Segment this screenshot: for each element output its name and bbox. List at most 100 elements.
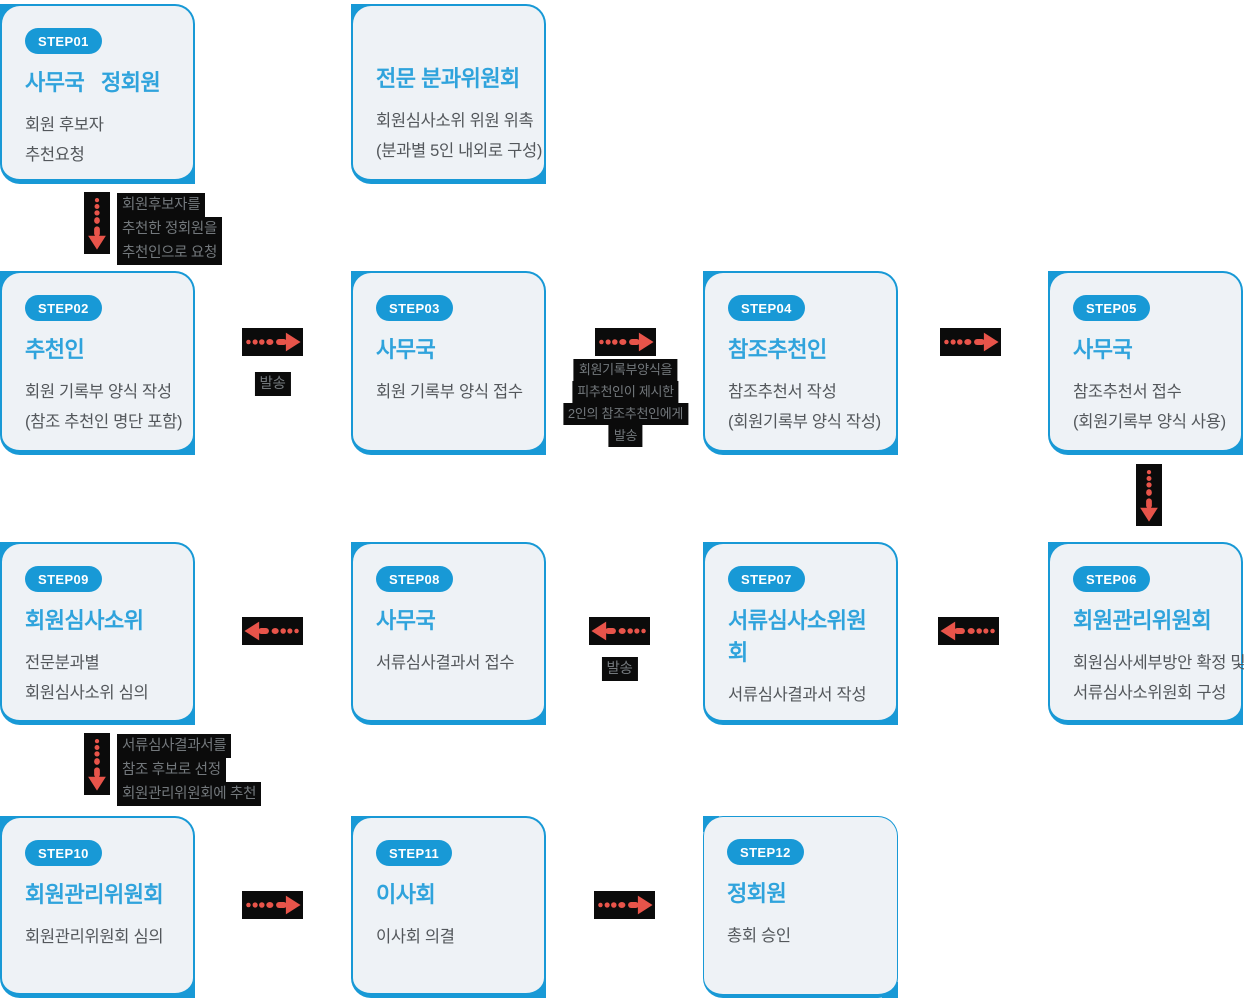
arrow-strip bbox=[940, 328, 1001, 356]
dotted-arrow-icon bbox=[246, 332, 301, 352]
step-badge: STEP04 bbox=[728, 295, 805, 321]
card-text-line: 추천요청 bbox=[25, 146, 85, 164]
step-badge: STEP01 bbox=[25, 28, 102, 54]
card-title: 사무국 bbox=[376, 337, 436, 362]
card-text-line: 회원관리위원회 심의 bbox=[25, 928, 164, 946]
dotted-arrow-icon bbox=[944, 332, 999, 352]
step-card-expert-subcommittee: 전문 분과위원회 회원심사소위 위원 위촉(분과별 5인 내외로 구성) bbox=[351, 4, 546, 184]
step-card-step12: STEP12 정회원 총회 승인 bbox=[703, 816, 898, 998]
arrow-label-text: 추천인으로 요청 bbox=[117, 241, 223, 265]
card-text-line: 회원 후보자 bbox=[25, 116, 104, 134]
arrow-label-text: 발송 bbox=[608, 425, 643, 447]
flow-arrow-a10 bbox=[242, 891, 303, 919]
card-body: 총회 승인 bbox=[727, 921, 881, 951]
arrow-strip bbox=[1136, 464, 1162, 526]
dotted-arrow-icon bbox=[1140, 470, 1158, 522]
step-card-surface: STEP05 사무국 참조추천서 접수(회원기록부 양식 사용) bbox=[1048, 271, 1243, 455]
step-badge: STEP07 bbox=[728, 566, 805, 592]
card-text-line: (회원기록부 양식 사용) bbox=[1073, 413, 1226, 431]
card-text-line: 서류심사소위원회 구성 bbox=[1073, 684, 1227, 702]
step-card-step02: STEP02 추천인 회원 기록부 양식 작성(참조 추천인 명단 포함) bbox=[0, 271, 195, 455]
arrow-strip bbox=[595, 328, 656, 356]
step-card-surface: STEP07 서류심사소위원회 서류심사결과서 작성 bbox=[703, 542, 898, 725]
card-title: 회원관리위원회 bbox=[1073, 608, 1212, 633]
step-card-step07: STEP07 서류심사소위원회 서류심사결과서 작성 bbox=[703, 542, 898, 725]
arrow-strip bbox=[84, 192, 110, 254]
card-body: 이사회 의결 bbox=[376, 922, 528, 952]
step-card-surface: STEP10 회원관리위원회 회원관리위원회 심의 bbox=[0, 816, 195, 998]
step-badge: STEP10 bbox=[25, 840, 102, 866]
arrow-strip bbox=[242, 328, 303, 356]
card-body: 회원 기록부 양식 접수 bbox=[376, 377, 528, 407]
step-badge: STEP09 bbox=[25, 566, 102, 592]
card-text-line: 이사회 의결 bbox=[376, 928, 455, 946]
step-card-step05: STEP05 사무국 참조추천서 접수(회원기록부 양식 사용) bbox=[1048, 271, 1243, 455]
step-card-step04: STEP04 참조추천인 참조추천서 작성 (회원기록부 양식 작성) bbox=[703, 271, 898, 455]
step-card-surface: STEP08 사무국 서류심사결과서 접수 bbox=[351, 542, 546, 725]
step-card-surface: STEP02 추천인 회원 기록부 양식 작성(참조 추천인 명단 포함) bbox=[0, 271, 195, 455]
dotted-arrow-icon bbox=[88, 198, 106, 250]
step-badge: STEP05 bbox=[1073, 295, 1150, 321]
card-title: 이사회 bbox=[376, 882, 436, 907]
arrow-label: 발송 bbox=[254, 372, 291, 396]
card-text-line: (회원기록부 양식 작성) bbox=[728, 413, 881, 431]
card-text-line: 회원심사소위 위원 위촉 bbox=[376, 112, 534, 130]
arrow-label: 발송 bbox=[601, 657, 638, 681]
flow-arrow-a11 bbox=[594, 891, 655, 919]
step-card-step08: STEP08 사무국 서류심사결과서 접수 bbox=[351, 542, 546, 725]
arrow-strip bbox=[938, 617, 999, 645]
card-title: 참조추천인 bbox=[728, 337, 827, 362]
dotted-arrow-icon bbox=[591, 621, 646, 641]
step-badge: STEP08 bbox=[376, 566, 453, 592]
arrow-label-text: 회원기록부양식을 bbox=[573, 359, 678, 381]
step-badge: STEP02 bbox=[25, 295, 102, 321]
step-card-step03: STEP03 사무국 회원 기록부 양식 접수 bbox=[351, 271, 546, 455]
step-card-surface: STEP04 참조추천인 참조추천서 작성 (회원기록부 양식 작성) bbox=[703, 271, 898, 455]
card-body: 회원심사소위 위원 위촉(분과별 5인 내외로 구성) bbox=[376, 106, 542, 166]
step-card-surface: STEP12 정회원 총회 승인 bbox=[703, 816, 898, 998]
card-text-line: (참조 추천인 명단 포함) bbox=[25, 413, 183, 431]
arrow-label-text: 발송 bbox=[254, 372, 291, 396]
dotted-arrow-icon bbox=[599, 332, 654, 352]
card-body: 서류심사결과서 작성 bbox=[728, 680, 880, 710]
dotted-arrow-icon bbox=[246, 895, 301, 915]
card-text-line: 참조추천서 작성 bbox=[728, 383, 837, 401]
dotted-arrow-icon bbox=[598, 895, 653, 915]
flow-arrow-a8 bbox=[242, 617, 303, 645]
step-badge: STEP11 bbox=[376, 840, 453, 866]
card-body: 회원 기록부 양식 작성 (참조 추천인 명단 포함) bbox=[25, 377, 183, 437]
arrow-label-text: 피추천인이 제시한 bbox=[572, 381, 679, 403]
card-title: 회원관리위원회 bbox=[25, 882, 164, 907]
step-badge: STEP03 bbox=[376, 295, 453, 321]
card-text-line: 회원심사소위 심의 bbox=[25, 684, 149, 702]
flow-arrow-a2: 발송 bbox=[242, 328, 303, 396]
card-text-line: 회원 기록부 양식 작성 bbox=[25, 383, 172, 401]
dotted-arrow-icon bbox=[244, 621, 299, 641]
card-text-line: 서류심사결과서 작성 bbox=[728, 686, 867, 704]
card-body: 참조추천서 작성 (회원기록부 양식 작성) bbox=[728, 377, 881, 437]
flow-arrow-a7: 발송 bbox=[589, 617, 650, 681]
arrow-label-text: 발송 bbox=[601, 657, 638, 681]
card-body: 회원관리위원회 심의 bbox=[25, 922, 177, 952]
step-badge: STEP06 bbox=[1073, 566, 1150, 592]
card-text-line: 회원 기록부 양식 접수 bbox=[376, 383, 523, 401]
card-body: 서류심사결과서 접수 bbox=[376, 648, 528, 678]
card-text-line: 서류심사결과서 접수 bbox=[376, 654, 515, 672]
step-card-step10: STEP10 회원관리위원회 회원관리위원회 심의 bbox=[0, 816, 195, 998]
step-card-surface: STEP03 사무국 회원 기록부 양식 접수 bbox=[351, 271, 546, 455]
arrow-strip bbox=[84, 733, 110, 795]
card-title: 서류심사소위원회 bbox=[728, 608, 867, 665]
arrow-label-text: 회원관리위원회에 추천 bbox=[117, 782, 262, 806]
card-title: 정회원 bbox=[727, 881, 787, 906]
